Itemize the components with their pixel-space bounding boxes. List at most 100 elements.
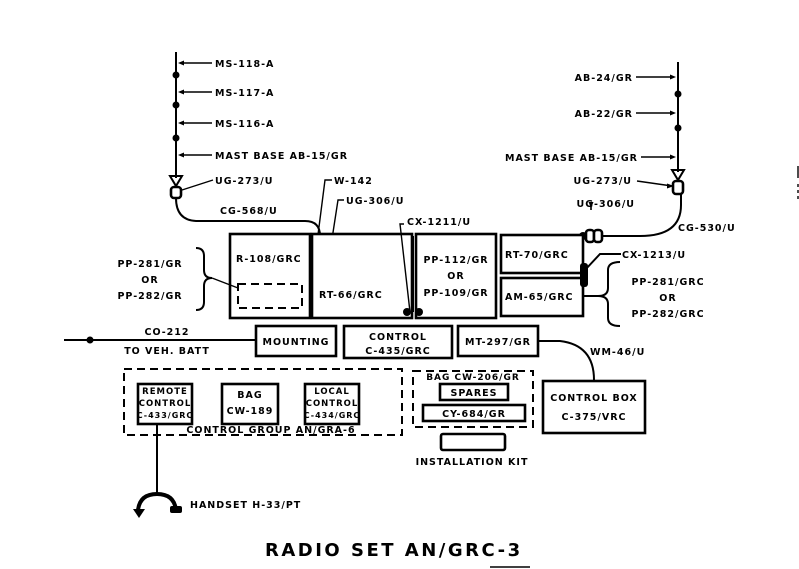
- r108-slot-dashed: [237, 283, 303, 309]
- label-rt70: RT-70/GRC: [505, 250, 569, 261]
- label-pp112-line3: PP-109/GR: [423, 288, 488, 299]
- label-local-line3: C-434/GRC: [304, 411, 361, 420]
- label-r108: R-108/GRC: [236, 254, 302, 265]
- label-wm46: WM-46/U: [590, 347, 645, 358]
- label-local-line2: CONTROL: [306, 399, 359, 409]
- left-mast-joint: [172, 71, 180, 79]
- right-mast-joint: [674, 124, 682, 132]
- label-local-line1: LOCAL: [314, 387, 350, 397]
- label-pp281-left: PP-281/GR: [117, 259, 182, 270]
- cable-cg530: [600, 194, 682, 237]
- unit-pp112: [414, 232, 498, 320]
- control-group-dashed-box: [123, 368, 403, 436]
- unit-am65: [499, 276, 585, 318]
- label-mast-base-right: MAST BASE AB-15/GR: [505, 153, 638, 164]
- label-cy684: CY-684/GR: [442, 409, 506, 420]
- label-ug306-right: UG-306/U: [577, 199, 635, 210]
- label-mast-base-left: MAST BASE AB-15/GR: [215, 151, 348, 162]
- label-or-right: OR: [659, 293, 676, 304]
- label-pp281-right: PP-281/GRC: [631, 277, 704, 288]
- label-spares: SPARES: [451, 388, 498, 399]
- label-rt66: RT-66/GRC: [319, 290, 383, 301]
- label-cx1213: CX-1213/U: [622, 250, 686, 261]
- unit-mt297: [456, 324, 540, 358]
- left-antenna: MS-118-A MS-117-A MS-116-A MAST BASE AB-…: [168, 52, 348, 268]
- label-ab22: AB-22/GR: [575, 109, 633, 120]
- arrow-icon: [670, 74, 676, 80]
- mast-base-triangle-icon: [670, 169, 686, 182]
- cable-cx1213: [584, 253, 621, 271]
- unit-spares: [438, 382, 510, 402]
- label-ug273-right: UG-273/U: [574, 176, 632, 187]
- label-installation-kit: INSTALLATION KIT: [416, 457, 529, 468]
- bag-cw206-dashed-box: [412, 370, 534, 428]
- label-ms116: MS-116-A: [215, 119, 274, 130]
- label-mounting: MOUNTING: [263, 337, 330, 348]
- arrow-icon: [178, 89, 184, 95]
- label-ug273-left: UG-273/U: [215, 176, 273, 187]
- arrow-icon: [667, 183, 674, 189]
- power-supply-left: PP-281/GR OR PP-282/GR: [117, 247, 239, 311]
- label-ug306-left: UG-306/U: [346, 196, 404, 207]
- unit-control-box: [541, 379, 647, 435]
- leader-ug273-left: [181, 179, 214, 191]
- label-control-box-line2: C-375/VRC: [561, 412, 626, 423]
- arrow-icon: [178, 60, 184, 66]
- connector-adapter-icon: [592, 228, 604, 244]
- label-c435-line1: CONTROL: [369, 332, 427, 343]
- label-control-group: CONTROL GROUP AN/GRA-6: [186, 425, 355, 436]
- cable-cg568: [175, 197, 321, 268]
- cable-wm46: [538, 340, 595, 381]
- leader-ug273-right: [636, 180, 673, 187]
- label-bag-line2: CW-189: [227, 406, 274, 417]
- bag-cw206-group: BAG CW-206/GR SPARES CY-684/GR INSTALLAT…: [412, 370, 534, 468]
- label-handset: HANDSET H-33/PT: [190, 500, 301, 511]
- label-ab24: AB-24/GR: [575, 73, 633, 84]
- left-mast-joint: [172, 134, 180, 142]
- handset-h33: HANDSET H-33/PT: [133, 424, 301, 518]
- label-pp282-left: PP-282/GR: [117, 291, 182, 302]
- brace-left: [195, 247, 213, 311]
- label-to-veh-batt: TO VEH. BATT: [124, 346, 210, 357]
- label-mt297: MT-297/GR: [465, 337, 531, 348]
- arrow-icon: [178, 120, 184, 126]
- label-pp282-right: PP-282/GRC: [631, 309, 704, 320]
- label-bag-line1: BAG: [237, 390, 262, 401]
- unit-bag-cw189: [220, 382, 280, 426]
- leader-brace-left: [211, 277, 239, 289]
- mast-base-triangle-icon: [168, 175, 184, 188]
- plug-icon: [86, 336, 94, 344]
- label-cg568: CG-568/U: [220, 206, 278, 217]
- label-remote-line2: CONTROL: [139, 399, 192, 409]
- unit-cy684: [421, 403, 527, 423]
- label-co212: CO-212: [145, 327, 190, 338]
- label-bag-cw206: BAG CW-206/GR: [426, 373, 520, 383]
- connector-cx1213-icon: [580, 263, 588, 287]
- label-ms117: MS-117-A: [215, 88, 274, 99]
- label-control-box-line1: CONTROL BOX: [550, 393, 638, 404]
- handset-mouthpiece-icon: [170, 506, 182, 513]
- brace-right: [597, 261, 621, 327]
- plug-icon: [403, 308, 411, 316]
- label-or-left: OR: [141, 275, 158, 286]
- right-mast-joint: [674, 90, 682, 98]
- label-remote-line1: REMOTE: [142, 387, 188, 397]
- label-am65: AM-65/GRC: [505, 292, 574, 303]
- unit-rt66: [310, 232, 414, 320]
- leader-cx1211: [399, 223, 411, 313]
- control-group-an-gra6: REMOTE CONTROL C-433/GRC BAG CW-189 LOCA…: [123, 368, 403, 436]
- label-cx1211: CX-1211/U: [407, 217, 471, 228]
- base-row: MOUNTING CONTROL C-435/GRC MT-297/GR CO-…: [64, 324, 647, 435]
- label-pp112-line2: OR: [447, 271, 464, 282]
- unit-remote-control: [136, 382, 194, 426]
- right-antenna: AB-24/GR AB-22/GR MAST BASE AB-15/GR UG-…: [505, 62, 735, 244]
- plug-icon: [415, 308, 423, 316]
- main-rack: R-108/GRC RT-66/GRC PP-112/GR OR PP-109/…: [228, 217, 686, 320]
- unit-r108: [228, 232, 312, 320]
- handset-icon: [136, 491, 178, 511]
- connector-ug273-left-icon: [169, 185, 183, 200]
- label-w142: W-142: [334, 176, 373, 187]
- arrow-icon: [670, 110, 676, 116]
- arrow-icon: [670, 154, 676, 160]
